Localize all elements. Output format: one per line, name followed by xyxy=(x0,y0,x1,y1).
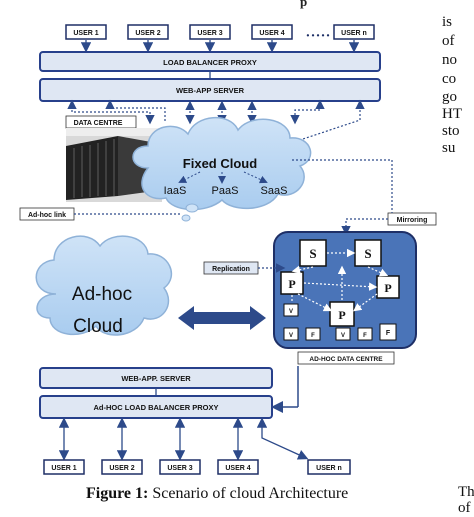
node-v-1 xyxy=(283,303,299,317)
top-user-box-n xyxy=(333,24,375,40)
top-user-box-2 xyxy=(127,24,169,40)
node-s-2-label: S xyxy=(364,246,371,261)
bottom-load-balancer-label: Ad-HOC LOAD BALANCER PROXY xyxy=(94,403,219,412)
side-text-line-1: is xyxy=(442,14,453,30)
node-f-2-label: F xyxy=(363,333,367,339)
adhoc-dc-label-box xyxy=(297,351,395,365)
node-v-1-label: V xyxy=(289,309,293,315)
node-v-2 xyxy=(283,327,299,341)
top-user-label-3: USER 3 xyxy=(197,30,222,37)
top-user-box-3 xyxy=(189,24,231,40)
bottom-user-box-2 xyxy=(101,459,143,475)
mirroring-line xyxy=(341,218,388,236)
bottom-users-row: USER 1 USER 2 USER 3 USER 4 USER n xyxy=(43,459,351,475)
top-user-label-2: USER 2 xyxy=(135,30,160,37)
adhoc-cloud-line-1: Ad-hoc xyxy=(72,284,132,305)
fixed-cloud: Fixed Cloud IaaS PaaS SaaS xyxy=(132,116,312,222)
bottom-user-label-4: USER 4 xyxy=(225,465,250,472)
top-user-label-n: USER n xyxy=(341,30,367,37)
node-v-2-label: V xyxy=(289,333,293,339)
top-users-ellipsis: • • • • • xyxy=(307,31,330,40)
node-f-3 xyxy=(379,323,397,341)
node-p-center-label: P xyxy=(338,308,345,322)
data-centre-label: DATA CENTRE xyxy=(74,120,123,127)
mirroring-label: Mirroring xyxy=(397,217,428,224)
bottom-user-box-n xyxy=(307,459,351,475)
page-header-fragment: p xyxy=(300,0,308,9)
bottom-user-label-3: USER 3 xyxy=(167,465,192,472)
service-saas: SaaS xyxy=(261,185,288,197)
node-p-center xyxy=(329,301,355,327)
node-s-1-label: S xyxy=(309,246,316,261)
side-text-line-2: of xyxy=(442,33,455,49)
bottom-user-label-n: USER n xyxy=(316,465,342,472)
node-p-left-label: P xyxy=(288,277,295,291)
top-users-row: USER 1 USER 2 USER 3 USER 4 • • • • • US… xyxy=(65,24,375,40)
adhoc-dc-label: AD-HOC DATA CENTRE xyxy=(309,356,383,363)
service-iaas: IaaS xyxy=(164,185,187,197)
bottom-user-label-2: USER 2 xyxy=(109,465,134,472)
adhoc-link-label: Ad-hoc link xyxy=(28,212,66,219)
adhoc-data-centre: S S P P P V V F V F F xyxy=(273,231,417,349)
bottom-webapp-server-label: WEB-APP. SERVER xyxy=(121,374,191,383)
figure-caption: Figure 1: Scenario of cloud Architecture xyxy=(86,485,348,503)
node-f-2 xyxy=(357,327,373,341)
webapp-server-label: WEB-APP SERVER xyxy=(176,86,245,95)
top-user-label-4: USER 4 xyxy=(259,30,284,37)
side-text-line-3: no xyxy=(442,52,457,68)
adhoc-cloud-line-2: Cloud xyxy=(73,316,123,337)
side-text-bottom-1: Th xyxy=(458,484,474,500)
webapp-server-bar xyxy=(39,78,381,102)
top-user-arrows xyxy=(80,40,360,53)
node-s-1 xyxy=(299,239,327,267)
top-user-box-1 xyxy=(65,24,107,40)
figure-caption-prefix: Figure 1: xyxy=(86,485,149,502)
cloud-dc-double-arrow xyxy=(178,306,266,330)
side-text-line-8: su xyxy=(442,140,456,156)
bottom-user-label-1: USER 1 xyxy=(51,465,76,472)
side-text-line-7: sto xyxy=(442,123,460,139)
node-f-1 xyxy=(305,327,321,341)
adhoc-cloud: Ad-hoc Cloud xyxy=(35,235,173,337)
node-f-3-label: F xyxy=(386,330,391,337)
node-v-3 xyxy=(335,327,351,341)
figure-caption-text: Scenario of cloud Architecture xyxy=(148,485,349,502)
fixed-cloud-title: Fixed Cloud xyxy=(183,156,257,171)
bottom-user-arrows xyxy=(58,417,309,461)
side-text-bottom-2: of xyxy=(458,500,471,516)
node-v-3-label: V xyxy=(341,333,345,339)
top-user-label-1: USER 1 xyxy=(73,30,98,37)
bottom-user-box-4 xyxy=(217,459,259,475)
side-text-line-6: HT xyxy=(442,106,462,122)
webapp-to-cloud-links xyxy=(67,99,365,141)
node-s-2 xyxy=(354,239,382,267)
node-p-right-label: P xyxy=(384,281,391,295)
replication-label: Replication xyxy=(212,266,250,273)
side-text-line-5: go xyxy=(442,89,457,105)
service-paas: PaaS xyxy=(212,185,239,197)
cloud-to-mirroring-line xyxy=(292,159,393,213)
node-f-1-label: F xyxy=(311,333,315,339)
bottom-user-box-1 xyxy=(43,459,85,475)
side-text-line-4: co xyxy=(442,71,457,87)
top-user-box-4 xyxy=(251,24,293,40)
load-balancer-label: LOAD BALANCER PROXY xyxy=(163,58,257,67)
bottom-user-box-3 xyxy=(159,459,201,475)
